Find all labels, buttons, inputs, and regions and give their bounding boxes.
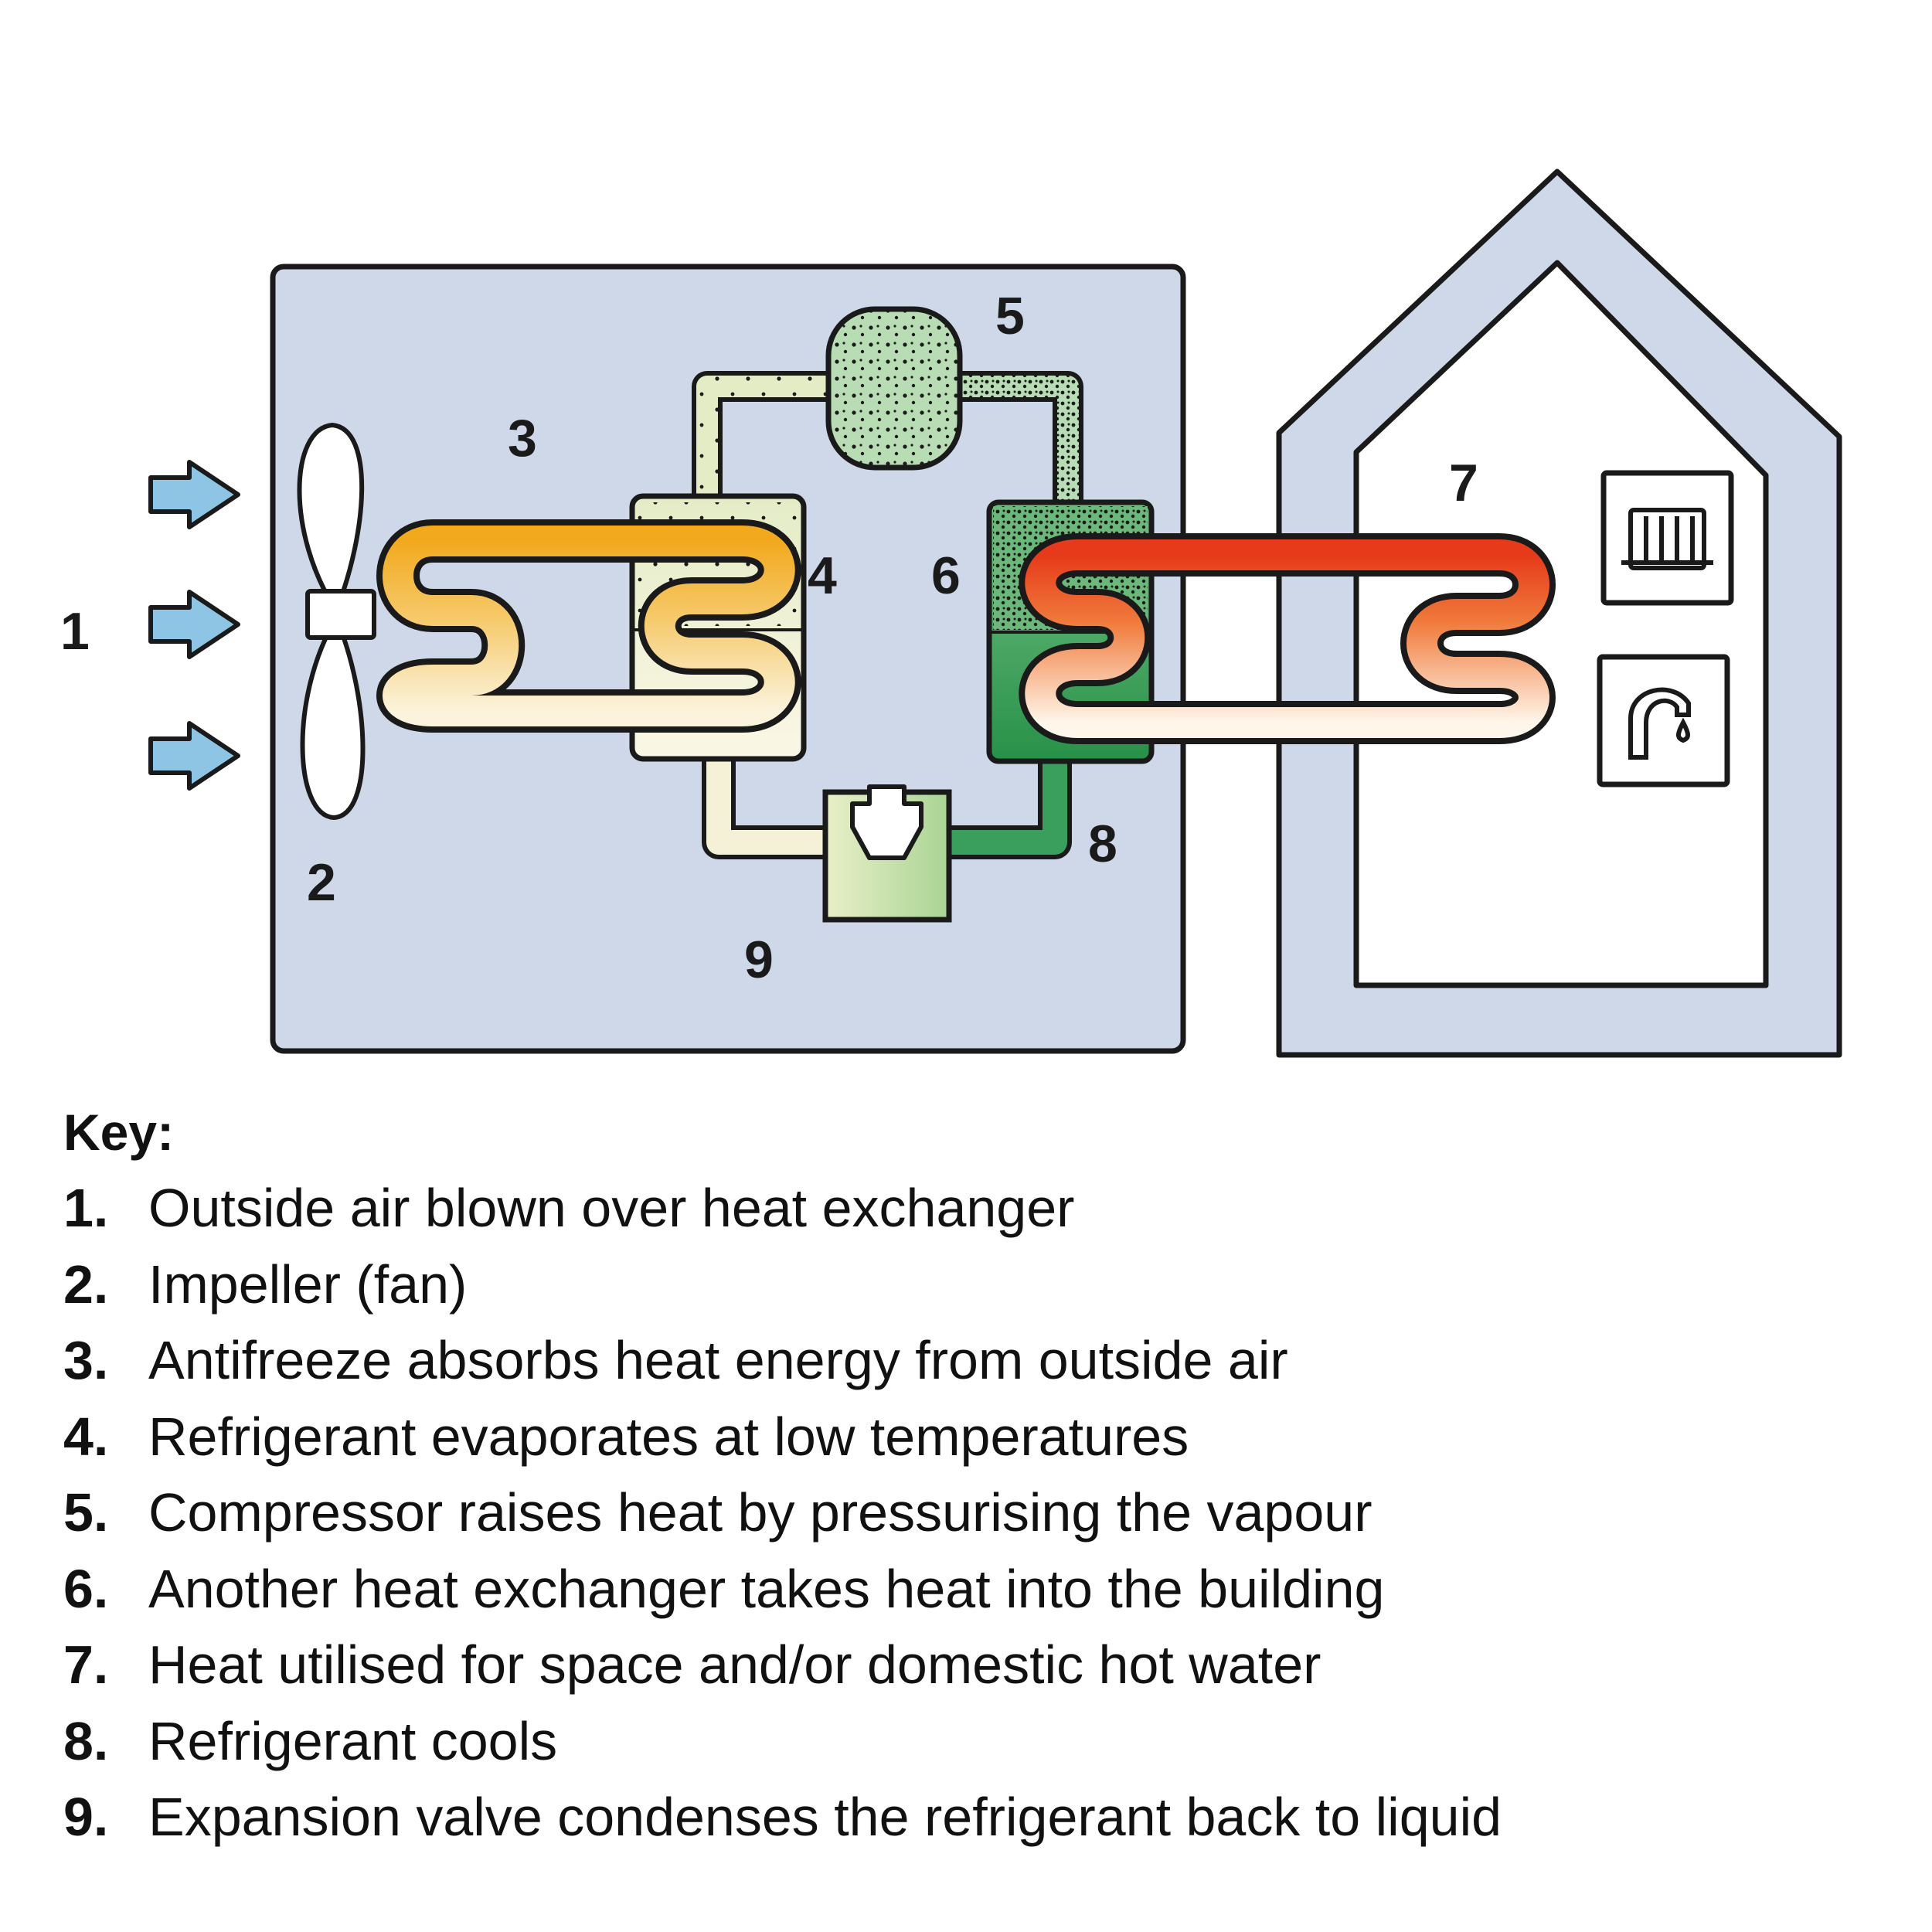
key-text: Outside air blown over heat exchanger: [148, 1178, 1075, 1238]
key-text: Expansion valve condenses the refrigeran…: [148, 1787, 1502, 1847]
key-number: 6.: [63, 1558, 109, 1619]
key-number: 7.: [63, 1634, 109, 1695]
heat-pump-diagram: 1 2 3 4 5 6 7 8 9: [60, 168, 1842, 1058]
key-title: Key:: [63, 1104, 175, 1161]
label-5: 5: [995, 287, 1025, 345]
label-3: 3: [508, 409, 537, 468]
key-item: 6. Another heat exchanger takes heat into…: [63, 1551, 1903, 1628]
key-number: 4.: [63, 1406, 109, 1467]
refrigerant-pipes: [692, 371, 1083, 859]
label-2: 2: [307, 853, 336, 912]
key-text: Antifreeze absorbs heat energy from outs…: [148, 1330, 1288, 1390]
key-text: Impeller (fan): [148, 1253, 468, 1315]
label-9: 9: [744, 930, 774, 989]
air-arrows: [148, 460, 240, 791]
label-4: 4: [808, 546, 837, 605]
compressor: [825, 306, 963, 471]
key-item: 2. Impeller (fan): [63, 1247, 1903, 1323]
key-text: Refrigerant evaporates at low temperatur…: [148, 1406, 1189, 1467]
arrow-right-icon: [148, 721, 240, 791]
key-item: 8. Refrigerant cools: [63, 1703, 1903, 1780]
key-text: Refrigerant cools: [148, 1710, 558, 1771]
key-number: 9.: [63, 1787, 109, 1847]
key-number: 5.: [63, 1482, 109, 1543]
key-number: 3.: [63, 1330, 109, 1390]
key-item: 1. Outside air blown over heat exchanger: [63, 1170, 1903, 1247]
key-legend: Key: 1. Outside air blown over heat excha…: [63, 1097, 1903, 1855]
key-item: 3. Antifreeze absorbs heat energy from ou…: [63, 1322, 1903, 1399]
arrow-right-icon: [148, 590, 240, 659]
fan-icon: [297, 422, 376, 821]
radiator-icon: [1600, 470, 1734, 606]
key-number: 1.: [63, 1178, 109, 1238]
expansion-valve: [822, 784, 952, 923]
key-text: Compressor raises heat by pressurising t…: [148, 1482, 1372, 1543]
arrow-right-icon: [148, 460, 240, 529]
tap-icon: [1597, 654, 1730, 787]
heating-coil: [1019, 533, 1556, 744]
antifreeze-coil: [376, 519, 801, 733]
label-8: 8: [1088, 815, 1117, 873]
key-text: Another heat exchanger takes heat into t…: [148, 1558, 1385, 1619]
key-number: 2.: [63, 1253, 109, 1315]
label-1: 1: [60, 602, 90, 661]
label-7: 7: [1449, 454, 1478, 512]
key-text: Heat utilised for space and/or domestic …: [148, 1634, 1321, 1695]
key-item: 4. Refrigerant evaporates at low temperat…: [63, 1399, 1903, 1475]
key-item: 7. Heat utilised for space and/or domesti…: [63, 1627, 1903, 1703]
key-item: 9. Expansion valve condenses the refriger…: [63, 1779, 1903, 1855]
key-item: 5. Compressor raises heat by pressurising…: [63, 1475, 1903, 1551]
label-6: 6: [931, 546, 961, 605]
key-number: 8.: [63, 1710, 109, 1771]
